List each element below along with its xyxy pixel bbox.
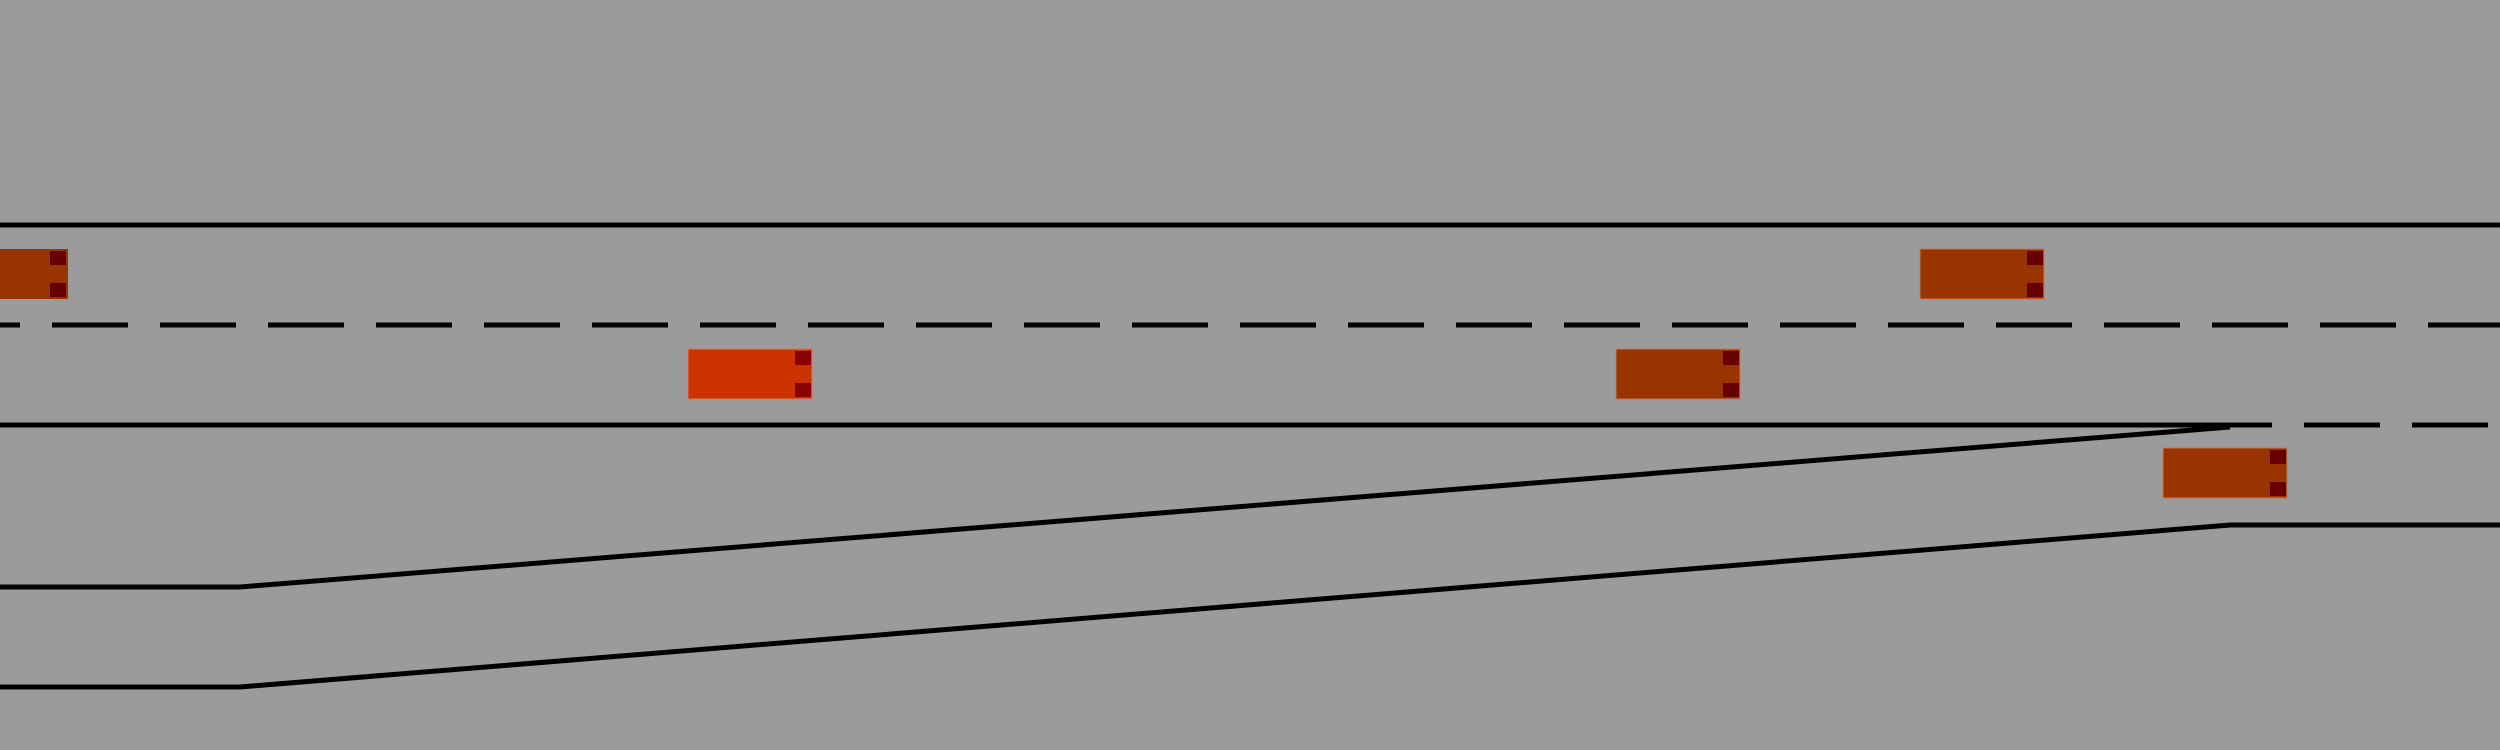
- car-body: [1919, 248, 2045, 300]
- vehicle-ego: [687, 348, 813, 400]
- headlight: [50, 283, 66, 297]
- headlight: [2027, 251, 2043, 265]
- vehicle-merge-lane: [2162, 447, 2288, 499]
- vehicles: [0, 248, 2288, 499]
- headlight: [1723, 351, 1739, 365]
- car-body: [687, 348, 813, 400]
- headlight: [795, 351, 811, 365]
- car-body: [1615, 348, 1741, 400]
- headlight: [2270, 482, 2286, 496]
- headlight: [1723, 383, 1739, 397]
- vehicle-top-lane-left: [0, 249, 68, 299]
- road-markings: [0, 222, 2500, 690]
- headlight: [2027, 283, 2043, 297]
- headlight: [50, 251, 66, 265]
- vehicle-middle-lane: [1615, 348, 1741, 400]
- vehicle-top-lane-right: [1919, 248, 2045, 300]
- car-body: [2162, 447, 2288, 499]
- merge-lane-lower-edge: [0, 522, 2500, 690]
- merge-lane-upper-edge: [0, 424, 2231, 590]
- headlight: [2270, 450, 2286, 464]
- headlight: [795, 383, 811, 397]
